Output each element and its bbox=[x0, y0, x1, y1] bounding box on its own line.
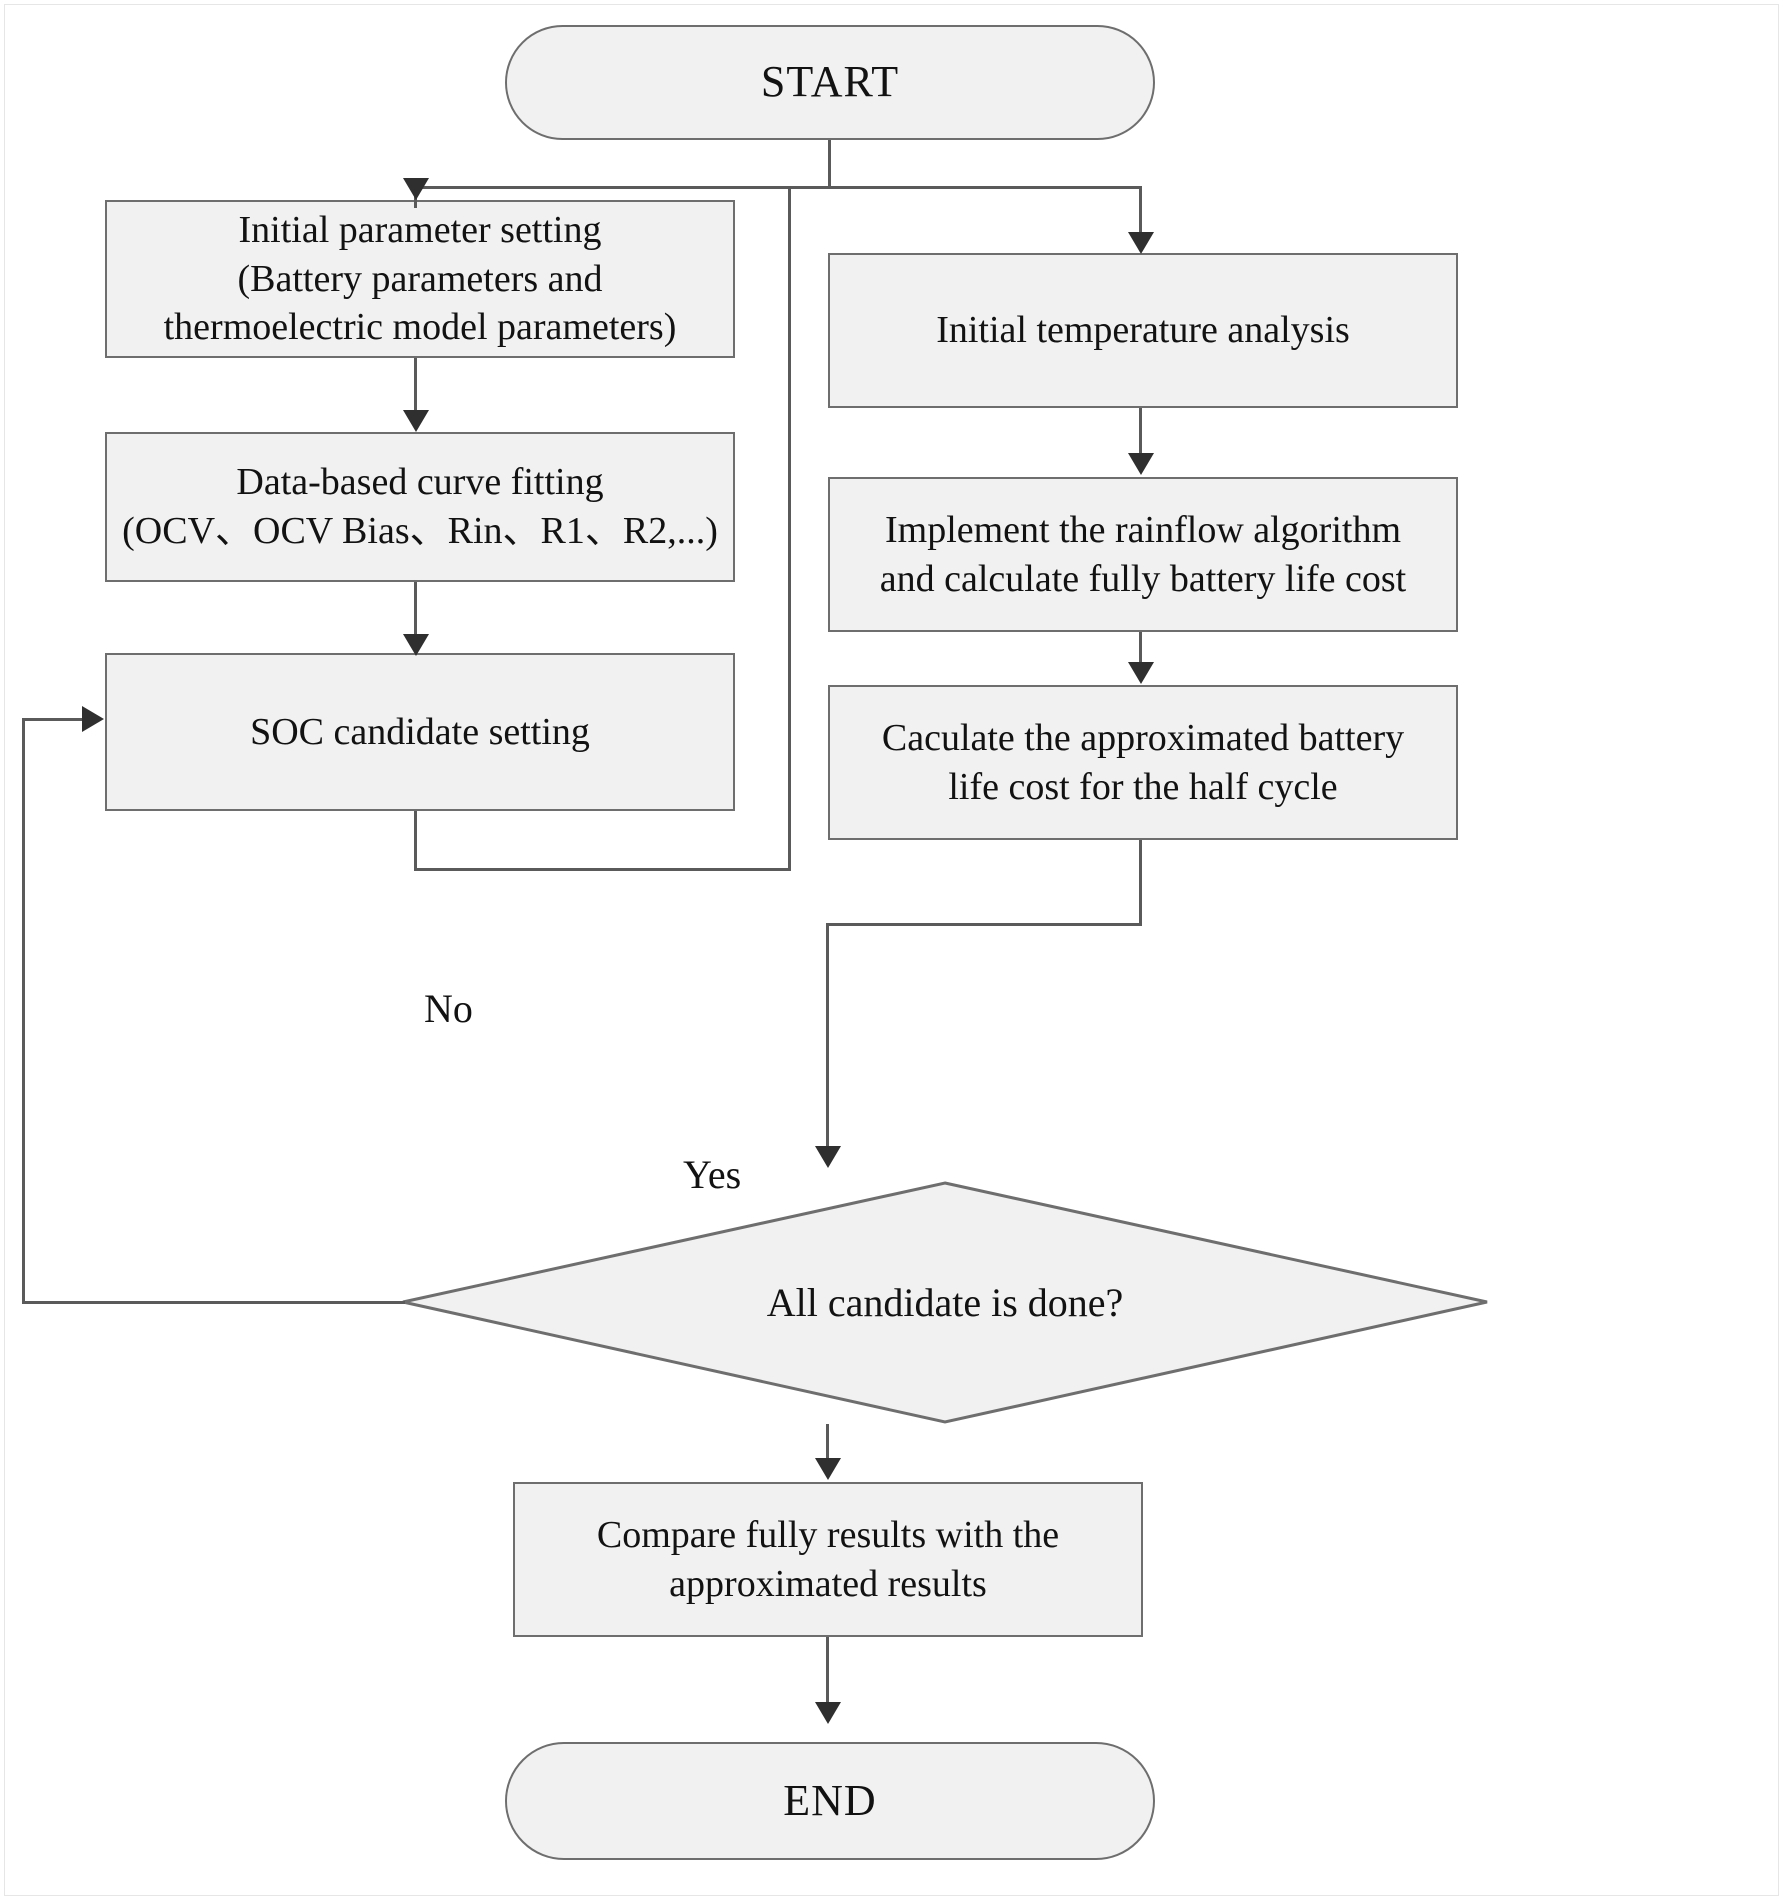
node-all-candidate-done[interactable]: All candidate is done? bbox=[400, 1180, 1490, 1425]
node-initial-temperature-analysis-label: Initial temperature analysis bbox=[936, 309, 1350, 352]
node-approximated-half-cycle-cost[interactable]: Caculate the approximated battery life c… bbox=[828, 685, 1458, 840]
edge-start-bus bbox=[414, 186, 1142, 189]
node-rainflow-algorithm-label: Implement the rainflow algorithm and cal… bbox=[879, 508, 1407, 600]
edge-approx-down bbox=[1139, 840, 1142, 926]
edge-soc-down bbox=[414, 811, 417, 871]
edge-no-horiz bbox=[22, 1301, 405, 1304]
node-data-based-curve-fitting-label: Data-based curve fitting (OCV、OCV Bias、R… bbox=[122, 461, 718, 552]
node-compare-results[interactable]: Compare fully results with the approxima… bbox=[513, 1482, 1143, 1637]
arrow-into-decision bbox=[815, 1146, 841, 1168]
edge-yes-vert bbox=[826, 1424, 829, 1462]
edge-no-into-soc-horiz bbox=[22, 718, 84, 721]
edge-label-yes: Yes bbox=[683, 1152, 742, 1197]
node-end-label: END bbox=[783, 1775, 877, 1825]
edge-soc-to-right-col-horiz bbox=[414, 868, 791, 871]
edge-right-col-bus-top bbox=[788, 186, 1140, 189]
arrow-into-soc-candidate-setting bbox=[403, 634, 429, 656]
edge-initial-param-to-curve-fit bbox=[414, 358, 417, 416]
arrow-into-soc-candidate-setting-loop bbox=[82, 706, 104, 732]
edge-temp-to-rainflow bbox=[1139, 408, 1142, 458]
edge-compare-to-end bbox=[826, 1637, 829, 1707]
decision-diamond-shape bbox=[402, 1181, 1488, 1424]
arrow-into-approximated-half-cycle-cost bbox=[1128, 662, 1154, 684]
edge-rainflow-to-approx bbox=[1139, 632, 1142, 667]
arrow-into-end bbox=[815, 1702, 841, 1724]
node-soc-candidate-setting-label: SOC candidate setting bbox=[250, 710, 590, 753]
node-approximated-half-cycle-cost-label: Caculate the approximated battery life c… bbox=[881, 716, 1405, 808]
node-initial-parameter-setting[interactable]: Initial parameter setting (Battery param… bbox=[105, 200, 735, 358]
node-soc-candidate-setting[interactable]: SOC candidate setting bbox=[105, 653, 735, 811]
node-rainflow-algorithm[interactable]: Implement the rainflow algorithm and cal… bbox=[828, 477, 1458, 632]
edge-approx-to-decision-vert bbox=[826, 923, 829, 1151]
arrow-into-data-based-curve-fitting bbox=[403, 410, 429, 432]
arrow-into-rainflow-algorithm bbox=[1128, 453, 1154, 475]
edge-start-stem bbox=[828, 140, 831, 188]
edge-curve-fit-to-soc bbox=[414, 582, 417, 640]
edge-approx-to-decision-horiz bbox=[826, 923, 1142, 926]
arrow-into-compare-results bbox=[815, 1458, 841, 1480]
node-initial-temperature-analysis[interactable]: Initial temperature analysis bbox=[828, 253, 1458, 408]
node-start[interactable]: START bbox=[505, 25, 1155, 140]
node-end[interactable]: END bbox=[505, 1742, 1155, 1860]
edge-soc-to-right-col-vert bbox=[788, 186, 791, 871]
edge-label-no: No bbox=[424, 986, 473, 1031]
edge-no-vert bbox=[22, 718, 25, 1303]
arrow-into-initial-temperature-analysis bbox=[1128, 232, 1154, 254]
node-initial-parameter-setting-label: Initial parameter setting (Battery param… bbox=[163, 209, 677, 349]
node-compare-results-label: Compare fully results with the approxima… bbox=[596, 1513, 1060, 1605]
edge-start-to-temp-vert bbox=[1139, 186, 1142, 244]
node-start-label: START bbox=[760, 57, 900, 107]
arrow-into-initial-parameter-setting bbox=[403, 178, 429, 200]
node-data-based-curve-fitting[interactable]: Data-based curve fitting (OCV、OCV Bias、R… bbox=[105, 432, 735, 582]
